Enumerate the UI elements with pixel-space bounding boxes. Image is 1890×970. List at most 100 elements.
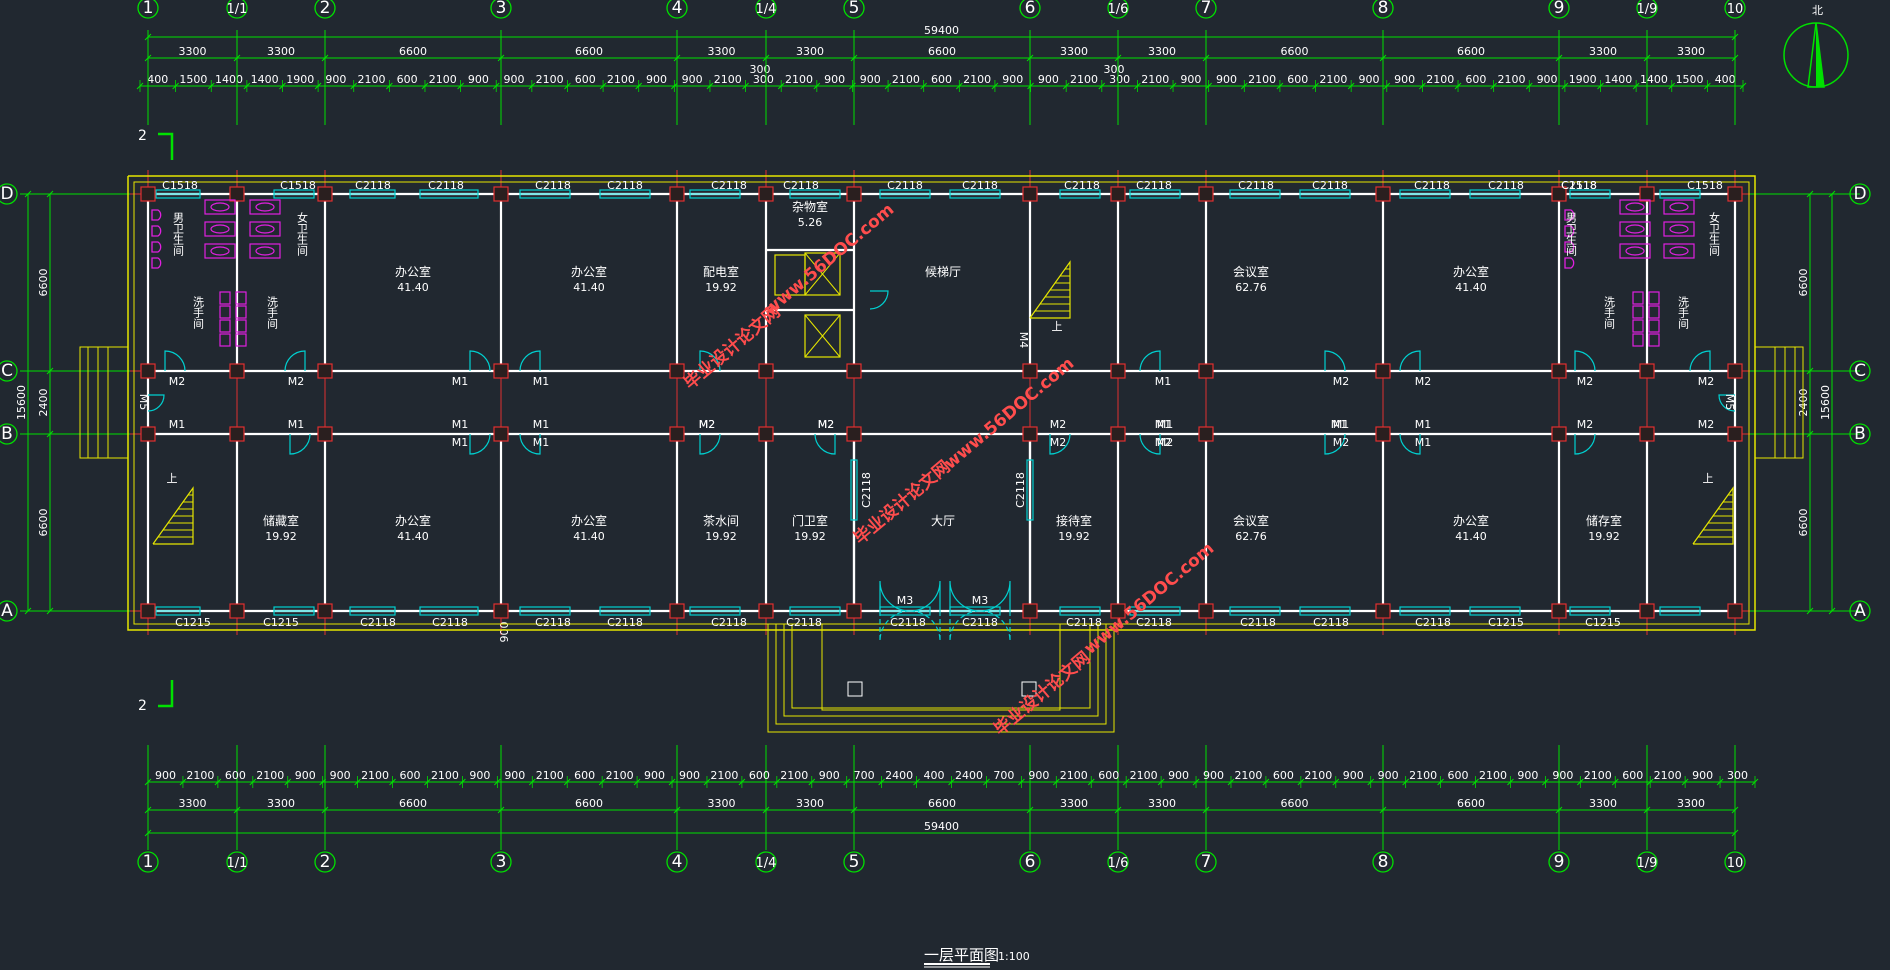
toilet-bowl — [210, 202, 230, 212]
dimension-value: 2400 — [885, 769, 913, 782]
column — [1551, 426, 1567, 442]
room-name: 办公室 — [571, 264, 607, 279]
door-label: M2 — [699, 418, 716, 431]
door-swing — [1324, 433, 1346, 455]
column — [669, 363, 685, 379]
side-step — [79, 346, 128, 459]
dimension-value: 3300 — [1060, 797, 1088, 810]
dimension-value: 6600 — [399, 45, 427, 58]
dimension-value: 2100 — [536, 73, 564, 86]
dimension-value: 900 — [1203, 769, 1224, 782]
dimension-value: 2100 — [186, 769, 214, 782]
axis-bubble — [490, 851, 512, 873]
axis-label: 1/4 — [756, 856, 777, 871]
door-swing — [909, 610, 941, 642]
door-label: M1 — [1415, 436, 1432, 449]
toilet-bowl — [1669, 246, 1689, 256]
axis-label: 2 — [320, 0, 331, 18]
window-label: C2118 — [432, 616, 468, 629]
door-label: M1 — [533, 418, 550, 431]
column — [1110, 186, 1126, 202]
doors — [147, 290, 1736, 642]
axis-label: A — [1854, 601, 1866, 621]
room-name: 会议室 — [1233, 264, 1269, 279]
dimension-value: 300 — [1104, 63, 1125, 76]
window-label: C2118 — [860, 472, 873, 508]
column — [229, 363, 245, 379]
door-label: M2 — [1333, 436, 1350, 449]
dimension-value: 400 — [924, 769, 945, 782]
window-label: C2118 — [1313, 616, 1349, 629]
dimension-value: 2100 — [1304, 769, 1332, 782]
wash-basin — [1648, 333, 1660, 347]
dimension-value: 900 — [1552, 769, 1573, 782]
toilet-label: 女卫生间 — [1708, 211, 1721, 257]
axis-label: D — [1853, 184, 1866, 204]
window-label: C2118 — [1240, 616, 1276, 629]
room-area: 19.92 — [794, 530, 826, 543]
outer-outline — [127, 175, 1756, 631]
dimension-value: 600 — [574, 769, 595, 782]
room-area: 41.40 — [1455, 281, 1487, 294]
room-area: 62.76 — [1235, 281, 1267, 294]
dimension-value: 300 — [1109, 73, 1130, 86]
dimension-value: 700 — [854, 769, 875, 782]
column — [758, 603, 774, 619]
room-name: 办公室 — [1453, 513, 1489, 528]
dimension-value: 900 — [504, 769, 525, 782]
door-swing — [869, 290, 889, 310]
column — [1639, 603, 1655, 619]
toilet-fixtures — [151, 199, 1695, 347]
door-swing — [699, 350, 721, 372]
toilet-stall — [249, 221, 281, 237]
door-swing — [1689, 350, 1711, 372]
door-label: M5 — [137, 394, 150, 411]
dimension-value: 15600 — [1819, 385, 1832, 420]
dimension-value: 1500 — [179, 73, 207, 86]
axis-bubble — [843, 851, 865, 873]
column — [493, 603, 509, 619]
dimension-value: 2100 — [361, 769, 389, 782]
room-name: 会议室 — [1233, 513, 1269, 528]
room-name: 配电室 — [703, 264, 739, 279]
door-label: M1 — [452, 436, 469, 449]
dimension-value: 6600 — [1797, 269, 1810, 297]
dimension-value: 2100 — [780, 769, 808, 782]
axis-bubble — [137, 851, 159, 873]
column — [758, 186, 774, 202]
column — [1110, 603, 1126, 619]
axis-bubble — [843, 0, 865, 19]
axis-label: 5 — [849, 0, 860, 18]
window-label: C2118 — [1238, 179, 1274, 192]
door-swing — [949, 580, 981, 612]
wash-basin — [219, 319, 231, 333]
door-label: M2 — [169, 375, 186, 388]
window-label: C1518 — [162, 179, 198, 192]
toilet-label: 男卫生间 — [1565, 212, 1578, 257]
dimension-value: 600 — [931, 73, 952, 86]
window-label: C2118 — [711, 616, 747, 629]
columns — [140, 186, 1743, 619]
axis-bubble — [0, 360, 18, 382]
urinal — [151, 257, 162, 269]
door-swing — [1139, 350, 1161, 372]
door-label: M2 — [1577, 375, 1594, 388]
door-label: M2 — [818, 418, 835, 431]
dimension-value: 2100 — [785, 73, 813, 86]
dimension-value: 2100 — [536, 769, 564, 782]
window — [850, 459, 858, 521]
window-label: C2118 — [428, 179, 464, 192]
dimension-value: 600 — [575, 73, 596, 86]
dimension-value: 900 — [1180, 73, 1201, 86]
dimension-value: 900 — [1378, 769, 1399, 782]
axis-bubble — [226, 851, 248, 873]
room-area: 41.40 — [1455, 530, 1487, 543]
dimension-value: 900 — [860, 73, 881, 86]
room-area: 41.40 — [397, 281, 429, 294]
column — [1639, 363, 1655, 379]
room-area: 19.92 — [265, 530, 297, 543]
dimension-value: 600 — [400, 769, 421, 782]
room-area: 41.40 — [573, 281, 605, 294]
axis-bubble — [1372, 851, 1394, 873]
room-name: 储藏室 — [263, 513, 299, 528]
